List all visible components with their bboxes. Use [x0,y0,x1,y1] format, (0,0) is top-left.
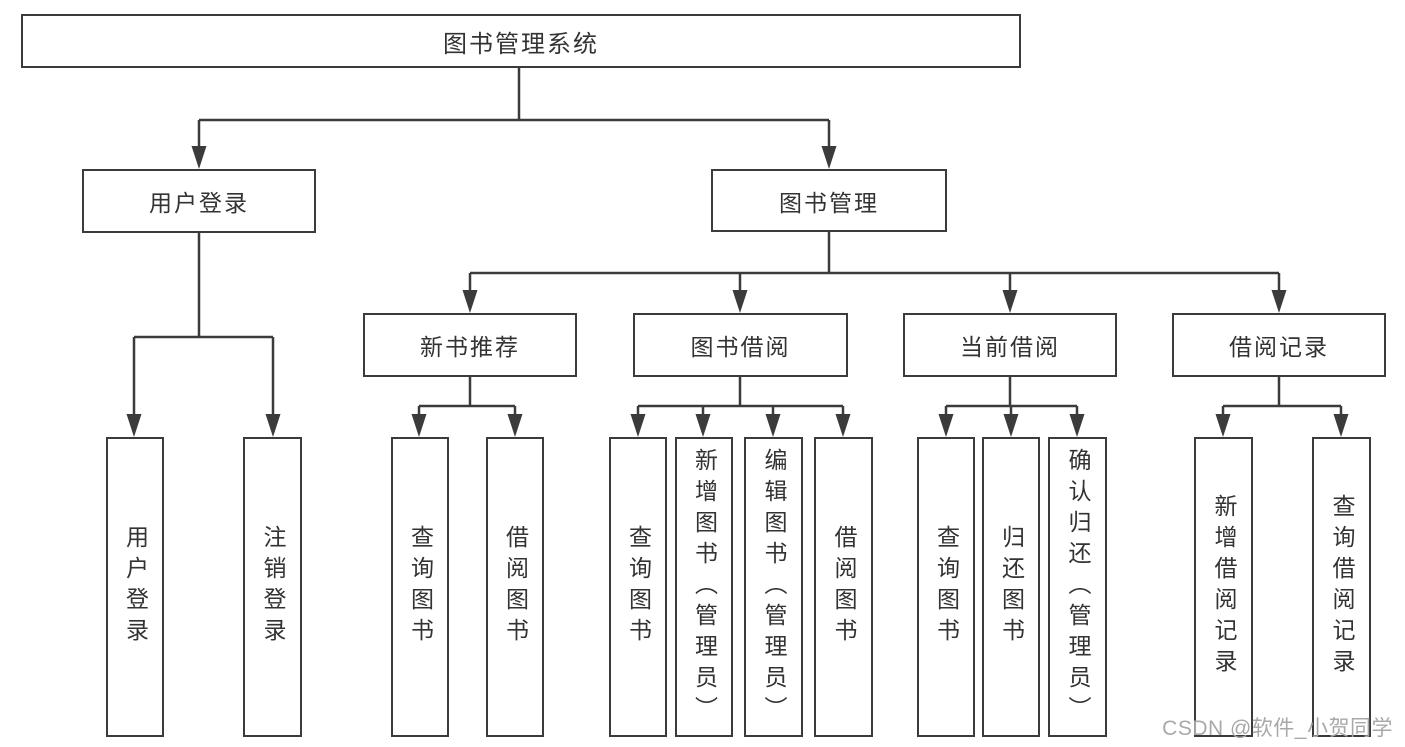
leaf-label: 查询图书 [933,525,960,649]
leaf-label: 注销登录 [260,525,286,649]
connector-borrow-records-to-children [1215,377,1349,437]
node-leaf-add-book-admin: 新增图书（管理员） [675,437,733,737]
watermark: CSDN @软件_小贺同学 [1162,717,1393,740]
node-leaf-query-books-current: 查询图书 [917,437,975,737]
leaf-label: 用户登录 [122,525,149,649]
connector-root-to-level2 [191,68,837,169]
leaf-label: 查询图书 [407,525,434,649]
node-leaf-user-login: 用户登录 [106,437,164,737]
leaf-label: 编辑图书（管理员） [761,447,787,727]
node-leaf-confirm-return-admin: 确认归还（管理员） [1048,437,1107,737]
leaf-label: 新增借阅记录 [1211,494,1237,680]
connector-book-borrow-to-children [630,377,851,437]
node-new-book-recommend: 新书推荐 [363,313,577,377]
connector-user-login-to-children [126,233,281,437]
node-leaf-add-borrow-record: 新增借阅记录 [1194,437,1253,737]
leaf-label: 查询图书 [625,525,652,649]
node-borrow-records: 借阅记录 [1172,313,1386,377]
node-leaf-logout: 注销登录 [243,437,302,737]
leaf-label: 借阅图书 [831,525,857,649]
node-book-borrow: 图书借阅 [633,313,848,377]
node-root: 图书管理系统 [21,14,1021,68]
connector-book-management-to-level3 [462,232,1287,313]
node-leaf-query-books-borrow: 查询图书 [609,437,667,737]
node-user-login: 用户登录 [82,169,316,233]
leaf-label: 新增图书（管理员） [691,447,718,727]
node-leaf-borrow-books: 借阅图书 [814,437,873,737]
leaf-label: 借阅图书 [502,525,529,649]
node-book-management: 图书管理 [711,169,947,232]
node-leaf-query-borrow-record: 查询借阅记录 [1312,437,1371,737]
leaf-label: 确认归还（管理员） [1065,447,1091,727]
node-leaf-borrow-books-recommend: 借阅图书 [486,437,544,737]
leaf-label: 查询借阅记录 [1329,494,1355,680]
connector-current-borrow-to-children [938,377,1085,437]
node-leaf-query-books-recommend: 查询图书 [391,437,449,737]
node-current-borrow: 当前借阅 [903,313,1117,377]
node-leaf-edit-book-admin: 编辑图书（管理员） [744,437,803,737]
leaf-label: 归还图书 [998,525,1025,649]
node-leaf-return-book: 归还图书 [982,437,1040,737]
connector-new-book-recommend-to-children [411,377,523,437]
